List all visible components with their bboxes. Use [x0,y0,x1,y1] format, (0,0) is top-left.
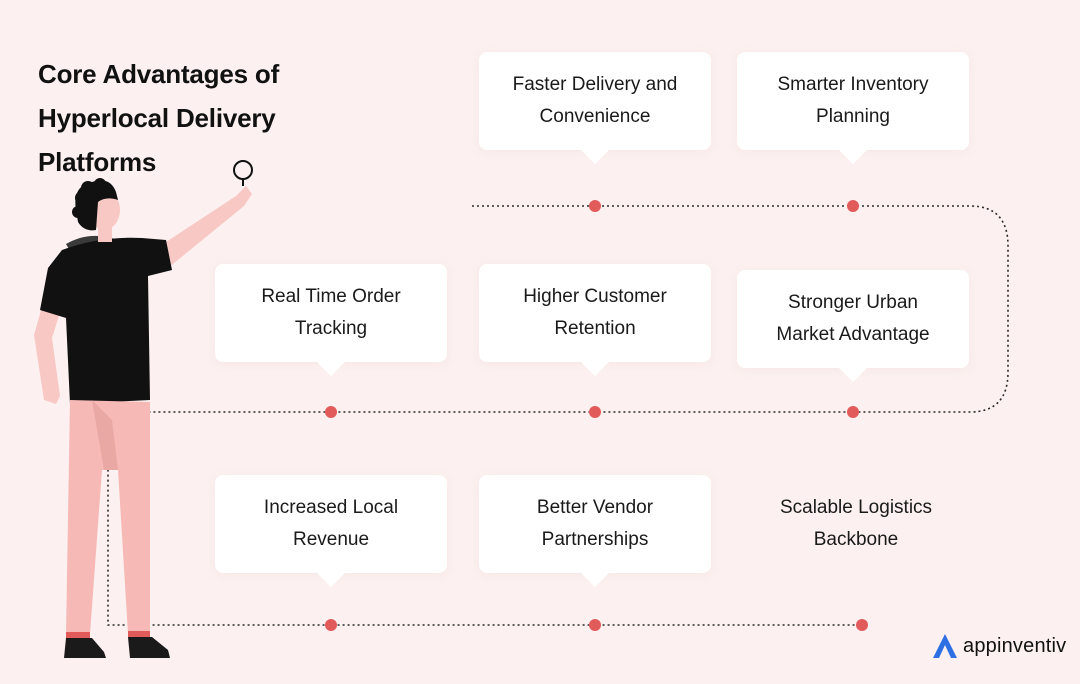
timeline-dot [589,619,601,631]
page-title: Core Advantages of Hyperlocal Delivery P… [38,52,358,184]
timeline-dot [847,200,859,212]
card-line: Backbone [813,529,899,550]
brand-name: appinventiv [963,634,1067,657]
card-line: Increased Local [263,497,399,518]
card-line: Market Advantage [776,324,930,345]
card-line: Better Vendor [536,497,654,518]
person-pointing-illustration [34,160,253,658]
brand-logo: appinventiv [931,632,1066,660]
title-line: Platforms [38,147,157,177]
card-line: Partnerships [541,529,649,550]
card-line: Planning [816,106,890,127]
timeline-dot [325,619,337,631]
timeline-dot [325,406,337,418]
title-line: Core Advantages of [38,59,280,89]
title-line: Hyperlocal Delivery [38,103,276,133]
card-line: Convenience [539,106,651,127]
dotted-route [107,205,1009,626]
card-line: Revenue [292,529,370,550]
card-line: Higher Customer [523,286,667,307]
appinventiv-logo-icon [933,634,957,658]
card-line: Retention [554,318,636,339]
card-line: Faster Delivery and [512,74,678,95]
timeline-dot [589,200,601,212]
card-line: Tracking [294,318,368,339]
card-line: Scalable Logistics [779,497,933,518]
timeline-dot [856,619,868,631]
card-line: Smarter Inventory [777,74,929,95]
card-line: Stronger Urban [788,292,918,313]
pointer-ring-icon [233,160,253,180]
card-line: Real Time Order [261,286,401,307]
timeline-dot [847,406,859,418]
timeline-dot [589,406,601,418]
